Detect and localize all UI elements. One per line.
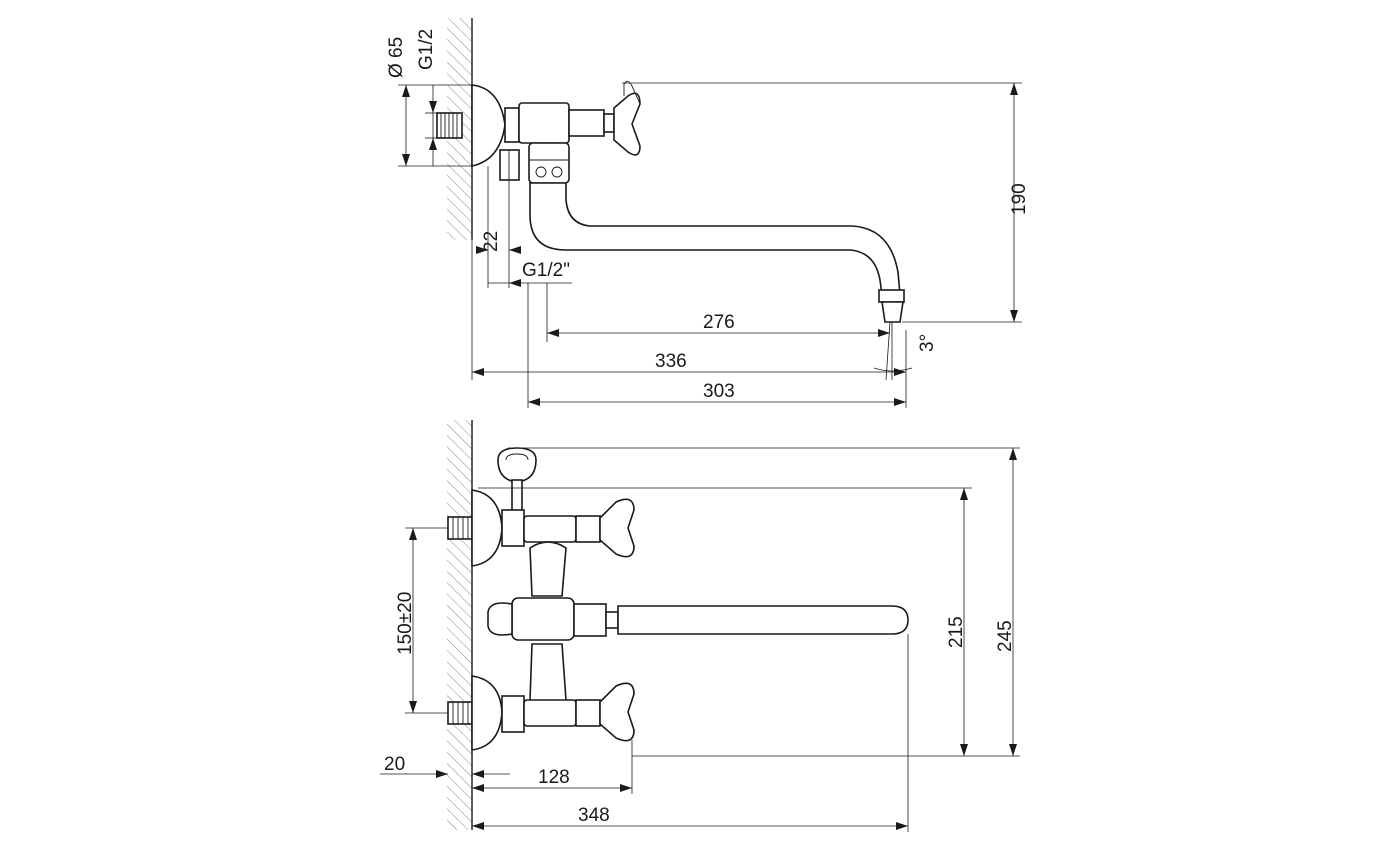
- dim-20: 20: [384, 754, 405, 775]
- front-view: 215 245 150±20 20 128 348: [380, 420, 1020, 832]
- dim-150-20: 150±20: [395, 592, 416, 655]
- dim-276: 276: [703, 312, 735, 333]
- dim-thread-g12: G1/2: [416, 29, 437, 70]
- dim-22: 22: [481, 231, 502, 252]
- dim-128: 128: [538, 767, 570, 788]
- upper-inlet: [447, 489, 635, 567]
- mixer-body-top: [499, 81, 641, 184]
- dim-thread-outlet: G1/2": [522, 260, 570, 281]
- lower-inlet: [447, 675, 635, 751]
- dim-diameter-65: Ø 65: [386, 37, 407, 78]
- center-body: [487, 541, 635, 707]
- dim-215: 215: [946, 616, 967, 648]
- dim-245: 245: [995, 620, 1016, 652]
- dim-303: 303: [703, 381, 735, 402]
- dim-348: 348: [578, 805, 610, 826]
- dim-336: 336: [655, 351, 687, 372]
- dim-190: 190: [1009, 183, 1030, 215]
- dim-angle-3: 3°: [917, 334, 938, 352]
- spout-top: [529, 182, 901, 296]
- wall-inlet-top: [436, 84, 520, 167]
- spout-front: [617, 605, 909, 635]
- side-view: 190 Ø 65 G1/2 22 G1/2" 276: [386, 18, 1030, 408]
- wall-hatch-front: [447, 420, 472, 830]
